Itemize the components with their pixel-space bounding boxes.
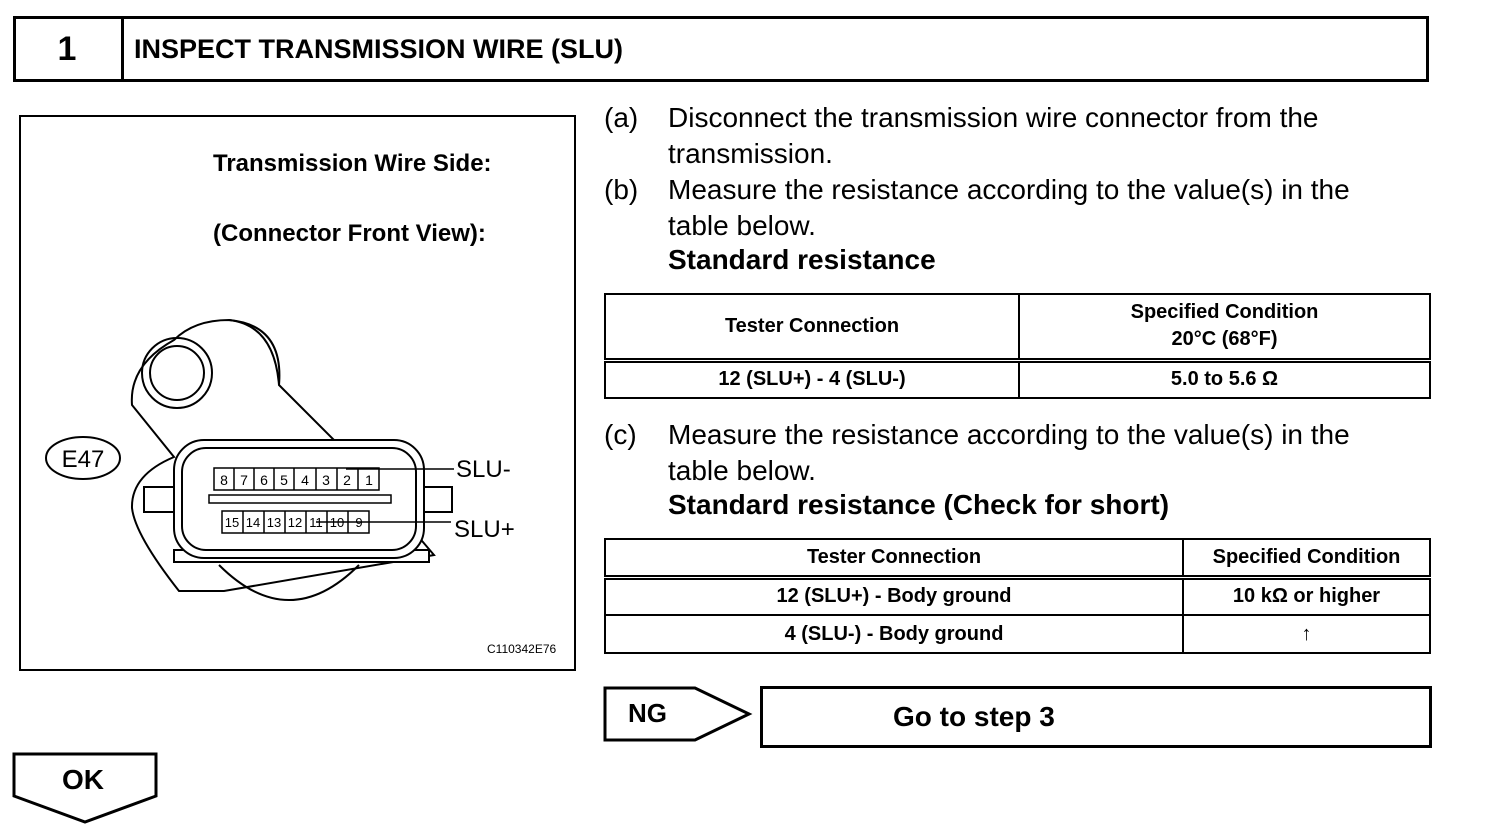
step-b-label: (b) (604, 174, 639, 205)
step-c-heading: Standard resistance (Check for short) (668, 489, 1170, 520)
step-c-label: (c) (604, 419, 637, 450)
table2-row2-connection: 4 (SLU-) - Body ground (604, 614, 1184, 654)
pin-label: 14 (246, 515, 260, 530)
table1-row1-connection: 12 (SLU+) - 4 (SLU-) (604, 359, 1020, 399)
pin-label: 7 (240, 472, 248, 488)
table1-col2-header-line1: Specified Condition (1130, 301, 1319, 324)
short-check-table: Tester Connection Specified Condition 12… (604, 538, 1431, 654)
step-c-line2: table below. (668, 455, 816, 486)
pin-label: 6 (260, 472, 268, 488)
pin-label: 1 (365, 472, 373, 488)
step-b-line1: Measure the resistance according to the … (668, 174, 1350, 205)
table2-col2-header: Specified Condition (1182, 538, 1431, 580)
step-a-line1: Disconnect the transmission wire connect… (668, 102, 1319, 133)
figure-view-label: (Connector Front View): (213, 220, 486, 247)
step-a-label: (a) (604, 102, 639, 133)
bracket-outline (130, 318, 436, 592)
step-c-line1: Measure the resistance according to the … (668, 419, 1350, 450)
top-pin-row (213, 467, 380, 491)
table2-row1-connection: 12 (SLU+) - Body ground (604, 576, 1184, 616)
ok-arrow-icon (12, 752, 158, 824)
connector-id: E47 (62, 446, 105, 473)
figure-code: C110342E76 (487, 642, 556, 656)
step-b-heading: Standard resistance (668, 244, 936, 275)
pin-label: 15 (225, 515, 239, 530)
pin-label: 2 (343, 472, 351, 488)
connector-diagram: 8 7 6 5 4 3 2 1 15 14 13 12 11 10 9 E47 … (45, 318, 556, 656)
pin-label: 5 (280, 472, 288, 488)
connector-figure (19, 115, 576, 671)
step-header (13, 16, 1429, 82)
step-a-line2: transmission. (668, 138, 833, 169)
table-row: 12 (SLU+) - 4 (SLU-) 5.0 to 5.6 Ω (604, 359, 1431, 399)
pin-label: 3 (322, 472, 330, 488)
pin-label: 8 (220, 472, 228, 488)
ng-arrow-icon (603, 686, 753, 742)
ok-label: OK (62, 764, 104, 795)
table2-row2-condition: ↑ (1182, 614, 1431, 654)
slu-plus-label: SLU+ (454, 516, 515, 543)
table2-col1-header: Tester Connection (604, 538, 1184, 580)
step-title: INSPECT TRANSMISSION WIRE (SLU) (134, 33, 624, 64)
connector-id-badge (45, 436, 121, 480)
table1-col2-header-line2: 20°C (68°F) (1171, 328, 1278, 351)
mount-hole-inner-icon (149, 345, 205, 401)
standard-resistance-table: Tester Connection Specified Condition 20… (604, 293, 1431, 399)
step-number: 1 (13, 16, 124, 82)
pin-label: 4 (301, 472, 309, 488)
connector-housing (173, 439, 425, 559)
figure-side-label: Transmission Wire Side: (213, 150, 492, 177)
table-row: 12 (SLU+) - Body ground 10 kΩ or higher (604, 576, 1431, 616)
pin-label: 12 (288, 515, 302, 530)
step-b-line2: table below. (668, 210, 816, 241)
pin-label: 13 (267, 515, 281, 530)
slu-minus-label: SLU- (456, 456, 511, 483)
ng-label: NG (628, 698, 667, 728)
table1-col1-header: Tester Connection (604, 293, 1020, 363)
go-to-step-box[interactable]: Go to step 3 (760, 686, 1432, 748)
table2-row1-condition: 10 kΩ or higher (1182, 576, 1431, 616)
table-row: 4 (SLU-) - Body ground ↑ (604, 614, 1431, 654)
table1-col2-header: Specified Condition 20°C (68°F) (1018, 293, 1431, 363)
mount-hole-outer-icon (141, 337, 213, 409)
table1-row1-condition: 5.0 to 5.6 Ω (1018, 359, 1431, 399)
